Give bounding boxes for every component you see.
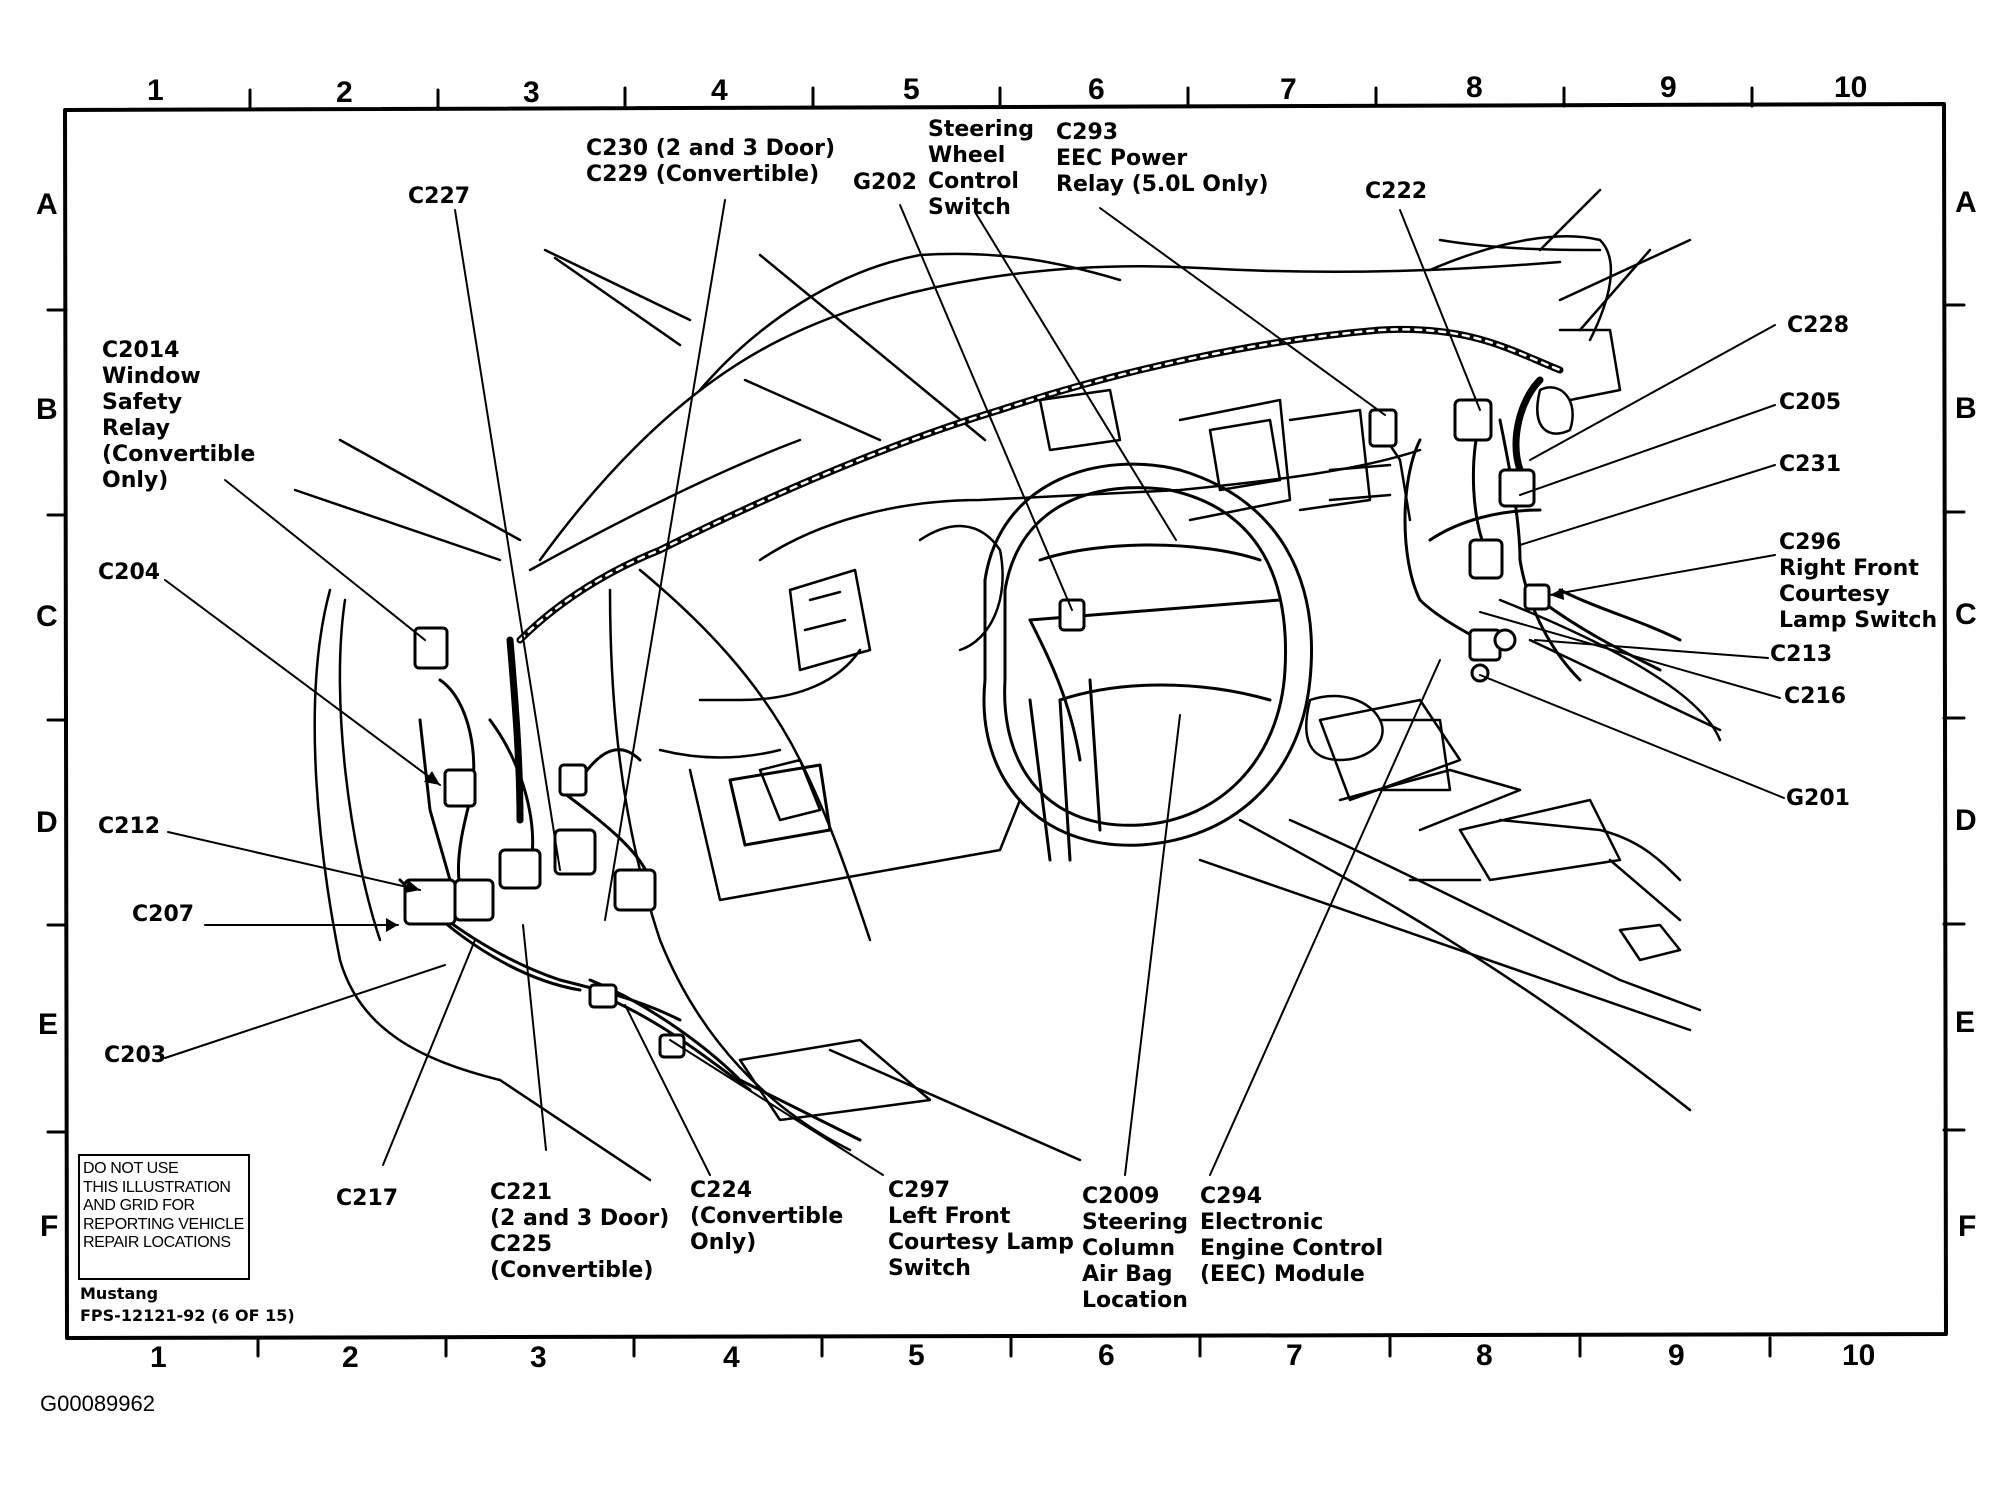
callout-c207: C207	[132, 902, 195, 927]
callout-c294: C294 Electronic Engine Control (EEC) Mod…	[1200, 1184, 1384, 1287]
column-label-top-9: 9	[1660, 71, 1677, 104]
footer-model: Mustang	[80, 1284, 159, 1303]
callout-steering-wheel-control: Steering Wheel Control Switch	[928, 117, 1035, 220]
callout-c293: C293 EEC Power Relay (5.0L Only)	[1056, 120, 1269, 197]
connectors	[403, 398, 1551, 1059]
row-label-right-c: C	[1955, 598, 1977, 631]
column-label-bottom-1: 1	[150, 1341, 167, 1374]
column-label-bottom-4: 4	[723, 1341, 740, 1374]
steering-wheel-sketch	[982, 462, 1313, 862]
row-label-left-b: B	[36, 393, 58, 426]
callout-c2009: C2009 Steering Column Air Bag Location	[1082, 1184, 1189, 1313]
column-label-top-4: 4	[711, 74, 728, 107]
callout-c224: C224 (Convertible Only)	[690, 1178, 844, 1255]
callout-c216: C216	[1784, 684, 1847, 709]
column-label-bottom-6: 6	[1098, 1339, 1115, 1372]
column-label-bottom-9: 9	[1668, 1339, 1685, 1372]
row-label-left-a: A	[36, 188, 58, 221]
image-id: G00089962	[40, 1391, 155, 1416]
callout-c2014: C2014 Window Safety Relay (Convertible O…	[102, 338, 256, 493]
row-label-right-f: F	[1958, 1210, 1977, 1243]
column-label-bottom-10: 10	[1842, 1339, 1876, 1372]
callout-c297: C297 Left Front Courtesy Lamp Switch	[888, 1178, 1074, 1281]
callout-c212: C212	[98, 814, 161, 839]
usage-notice-box: DO NOT USE THIS ILLUSTRATION AND GRID FO…	[78, 1154, 250, 1280]
grid-frame	[63, 102, 1948, 1340]
row-label-right-e: E	[1955, 1006, 1976, 1039]
column-label-bottom-5: 5	[908, 1339, 925, 1372]
callout-c217: C217	[336, 1186, 399, 1211]
top-ticks	[248, 86, 1754, 110]
column-label-top-1: 1	[147, 74, 164, 107]
callout-c222: C222	[1365, 179, 1428, 204]
row-label-left-c: C	[36, 600, 58, 633]
callout-c213: C213	[1770, 642, 1833, 667]
leader-arrowheads	[386, 588, 1564, 932]
row-label-left-f: F	[40, 1210, 59, 1243]
column-label-top-8: 8	[1466, 71, 1483, 104]
callout-c230: C230 (2 and 3 Door) C229 (Convertible)	[586, 136, 836, 187]
column-label-bottom-2: 2	[342, 1341, 359, 1374]
row-label-left-e: E	[38, 1008, 59, 1041]
row-label-right-b: B	[1955, 392, 1977, 425]
callout-c203: C203	[104, 1043, 167, 1068]
callout-c204: C204	[98, 560, 161, 585]
callout-c227: C227	[408, 184, 471, 209]
row-label-right-d: D	[1955, 804, 1977, 837]
callout-c205: C205	[1779, 390, 1842, 415]
row-label-right-a: A	[1955, 186, 1977, 219]
callout-c228: C228	[1787, 313, 1850, 338]
column-label-bottom-8: 8	[1476, 1339, 1493, 1372]
callout-g202: G202	[853, 170, 917, 195]
footer-code: FPS-12121-92 (6 OF 15)	[80, 1306, 295, 1325]
callout-c231: C231	[1779, 452, 1842, 477]
side-ticks	[46, 303, 1966, 1134]
callout-c296: C296 Right Front Courtesy Lamp Switch	[1779, 530, 1938, 633]
column-label-top-2: 2	[336, 76, 353, 109]
column-label-bottom-3: 3	[530, 1341, 547, 1374]
wiring-harness-inner	[518, 328, 1562, 642]
row-label-left-d: D	[36, 806, 58, 839]
leader-lines	[164, 199, 1785, 1176]
bottom-ticks	[256, 1336, 1772, 1358]
column-label-top-5: 5	[903, 73, 920, 106]
column-label-top-6: 6	[1088, 73, 1105, 106]
column-label-top-3: 3	[523, 76, 540, 109]
callout-g201: G201	[1786, 786, 1850, 811]
column-label-top-10: 10	[1834, 71, 1868, 104]
column-label-bottom-7: 7	[1286, 1339, 1303, 1372]
column-label-top-7: 7	[1280, 73, 1297, 106]
callout-c221: C221 (2 and 3 Door) C225 (Convertible)	[490, 1180, 670, 1283]
